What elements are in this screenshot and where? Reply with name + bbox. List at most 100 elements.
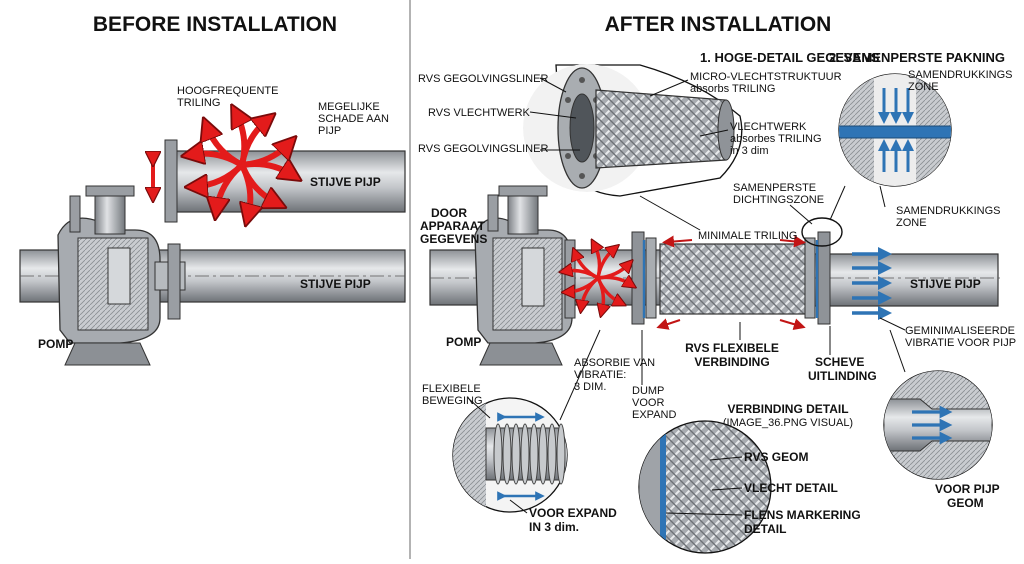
absorb-label-2: VIBRATIE: <box>574 369 626 381</box>
detail-1-callout: 1. HOGE-DETAIL GEGEVENS RVS GEGOLVINGSLI… <box>418 50 880 231</box>
before-vibration-label-1: HOOGFREQUENTE <box>177 85 278 97</box>
expand-label-1: VOOR EXPAND <box>529 506 617 520</box>
flex-label-1: FLEXIBELE <box>422 383 481 395</box>
detail3-braid-leader <box>711 487 743 491</box>
after-vibration-arrows <box>565 244 632 312</box>
bellows-ring <box>538 423 548 485</box>
detail1-vlecht-leader <box>699 129 729 137</box>
misalign-label-1: SCHEVE <box>815 355 864 369</box>
after-pipe-label: STIJVE PIJP <box>910 277 981 291</box>
pipe-geom-label-1: VOOR PIJP <box>935 482 1000 496</box>
vibration-arrow <box>597 264 629 280</box>
expand-label-2: IN 3 dim. <box>529 520 579 534</box>
device-label-2: APPARAAT <box>420 219 486 233</box>
before-panel: BEFORE INSTALLATION STIJVE PIJP STIJVE P… <box>19 13 406 366</box>
sealing-zone-circle <box>801 217 843 247</box>
before-damage-label-3: PIJP <box>318 125 341 137</box>
dump-label-2: VOOR <box>632 397 664 409</box>
vibration-arrow <box>242 163 250 217</box>
detail1-liner-top-label: RVS GEGOLVINGSLINER <box>418 73 548 85</box>
detail1-vlecht-label-2: absorbes TRILING <box>730 133 822 145</box>
detail-2-callout: 2. SAMENPERSTE PAKNING SAMENDRUKKINGS ZO… <box>829 50 1013 229</box>
before-title: BEFORE INSTALLATION <box>93 13 337 36</box>
before-damage-label-1: MEGELIJKE <box>318 101 380 113</box>
expand-leader <box>509 499 528 514</box>
flex-to-pipe-leader <box>559 329 601 421</box>
detail1-micro-label-2: absorbs TRILING <box>690 83 775 95</box>
detail2-zone-bottom-1: SAMENDRUKKINGS <box>896 205 1001 217</box>
min-vibration-label: MINIMALE TRILING <box>698 230 797 242</box>
bellows-ring <box>493 423 503 485</box>
detail1-liner-top-leader <box>539 77 567 93</box>
minimized-leader <box>879 317 906 331</box>
vibration-arrow <box>567 276 600 292</box>
detail1-title: 1. HOGE-DETAIL GEGEVENS <box>700 50 880 65</box>
minimal-vibration-arrows <box>656 235 806 331</box>
after-minimized-arrows <box>852 247 892 320</box>
detail1-liner-bottom-label: RVS GEGOLVINGSLINER <box>418 143 548 155</box>
detail1-micro-label-1: MICRO-VLECHTSTRUKTUUR <box>690 71 842 83</box>
after-pump-label: POMP <box>446 335 481 349</box>
detail3-geom-leader <box>709 456 743 461</box>
sealing-label-2: DICHTINGSZONE <box>733 194 824 206</box>
before-pump-label: POMP <box>38 337 73 351</box>
pipe-detail-leader <box>889 329 906 373</box>
detail1-braid-label: RVS VLECHTWERK <box>428 107 531 119</box>
minimized-label-2: VIBRATIE VOOR PIJP <box>905 337 1016 349</box>
absorb-label-1: ABSORBIE VAN <box>574 357 655 369</box>
before-flange-bottom <box>167 243 181 320</box>
connection-label-2: VERBINDING <box>694 355 769 369</box>
device-label-3: GEGEVENS <box>420 232 487 246</box>
detail3-geom-label: RVS GEOM <box>744 450 808 464</box>
bellows-ring <box>520 423 530 485</box>
absorb-label-3: 3 DIM. <box>574 381 606 393</box>
dump-label-3: EXPAND <box>632 409 676 421</box>
detail3-sub: (IMAGE_36.PNG VISUAL) <box>723 417 853 429</box>
bellows-ring <box>511 423 521 485</box>
detail3-title: VERBINDING DETAIL <box>727 402 848 416</box>
after-title: AFTER INSTALLATION <box>605 13 832 36</box>
detail3-braid-label: VLECHT DETAIL <box>744 481 838 495</box>
minimized-label-1: GEMINIMALISEERDE <box>905 325 1015 337</box>
detail2-bottom-leader <box>879 185 886 208</box>
detail2-zone-bottom-2: ZONE <box>896 217 927 229</box>
detail-flex-callout: FLEXIBELE BEWEGING VOOR EXPAND IN 3 dim. <box>422 329 617 534</box>
before-pipe-top-label: STIJVE PIJP <box>310 175 381 189</box>
flex-label-2: BEWEGING <box>422 395 483 407</box>
detail3-flange-leader <box>665 512 743 516</box>
vibration-arrow <box>207 127 244 168</box>
bellows-ring <box>529 423 539 485</box>
after-panel: AFTER INSTALLATION <box>418 13 1016 554</box>
before-vibration-label-2: TRILING <box>177 97 220 109</box>
bellows-corrugations <box>493 423 566 485</box>
detail1-micro-leader <box>649 79 689 97</box>
detail1-to-pipe-leader <box>639 195 701 231</box>
dump-label-1: DUMP <box>632 385 664 397</box>
connection-label-1: RVS FLEXIBELE <box>685 341 779 355</box>
after-flexible-connection <box>631 231 831 325</box>
detail1-braid-hose <box>595 89 727 169</box>
sealing-leader <box>789 204 813 225</box>
vibration-arrow <box>239 120 268 166</box>
before-pipe-bottom-label: STIJVE PIJP <box>300 277 371 291</box>
before-pump <box>57 185 186 366</box>
compression-arrows-bottom <box>878 139 914 172</box>
detail2-title: 2. SAMENPERSTE PAKNING <box>829 50 1005 65</box>
before-damage-label-2: SCHADE AAN <box>318 113 389 125</box>
detail-connection-callout: VERBINDING DETAIL (IMAGE_36.PNG VISUAL) … <box>638 402 861 554</box>
sealing-label-1: SAMENPERSTE <box>733 182 816 194</box>
device-label-1: DOOR <box>431 206 467 220</box>
pipe-geom-label-2: GEOM <box>947 496 984 510</box>
vibration-arrow <box>575 253 599 280</box>
detail2-zone-top-2: ZONE <box>908 81 939 93</box>
bellows-ring <box>556 423 566 485</box>
detail1-braid-leader <box>529 111 577 119</box>
vibration-arrow <box>596 248 615 279</box>
detail3-flange-label-1: FLENS MARKERING <box>744 508 861 522</box>
misalign-label-2: UITLINDING <box>808 369 877 383</box>
before-vibration-arrows <box>191 113 293 216</box>
flex-leader <box>467 397 491 419</box>
detail2-zone-top-1: SAMENDRUKKINGS <box>908 69 1013 81</box>
